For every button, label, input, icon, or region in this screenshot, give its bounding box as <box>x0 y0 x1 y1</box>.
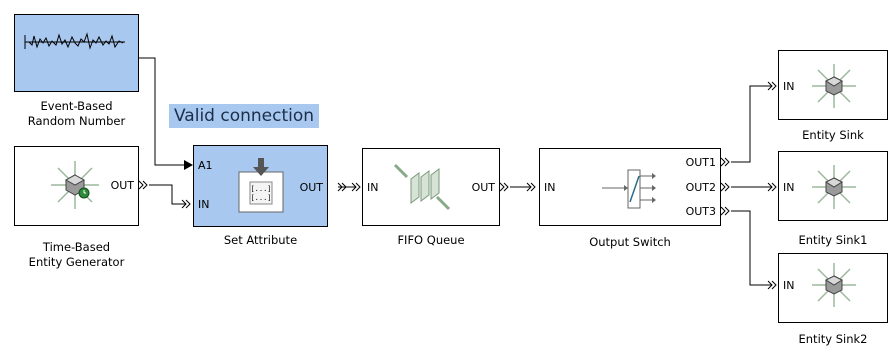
valid-connection-tooltip: Valid connection <box>169 104 320 128</box>
entity-sink-label: Entity Sink <box>802 128 864 142</box>
entity-sink2-block[interactable]: IN <box>778 253 888 323</box>
chevron-sink1-in <box>767 182 777 192</box>
output-switch-label: Output Switch <box>589 235 671 249</box>
set-attribute-block[interactable]: A1 IN OUT [...] [...] <box>193 145 328 227</box>
chevron-sink2-in <box>767 280 777 290</box>
noise-signal-icon <box>24 32 125 50</box>
entity-generator-block[interactable]: OUT <box>14 146 139 226</box>
random-number-label-line2: Random Number <box>27 114 126 128</box>
random-number-label: Event-Based Random Number <box>14 99 139 129</box>
switch-icon <box>602 169 656 209</box>
generator-label-line2: Entity Generator <box>28 255 125 269</box>
switch-in-port: IN <box>544 181 556 194</box>
generator-icon <box>51 161 99 209</box>
queue-icon <box>393 163 451 211</box>
set-attribute-label: Set Attribute <box>223 233 298 247</box>
set-attribute-in-port: IN <box>198 198 210 211</box>
fifo-queue-label: FIFO Queue <box>397 233 465 247</box>
chevron-set-out <box>337 182 347 192</box>
set-attribute-out-port: OUT <box>299 181 323 194</box>
set-attribute-a1-port: A1 <box>198 159 213 172</box>
fifo-out-port: OUT <box>471 181 495 194</box>
generator-label: Time-Based Entity Generator <box>6 240 147 270</box>
svg-text:[...]: [...] <box>250 185 271 193</box>
switch-out3-port: OUT3 <box>685 205 716 218</box>
a1-arrowhead <box>184 160 193 170</box>
generator-label-line1: Time-Based <box>42 240 111 254</box>
chevron-fifo-in <box>351 182 361 192</box>
random-number-label-line1: Event-Based <box>40 99 113 113</box>
fifo-queue-block[interactable]: IN OUT <box>362 148 500 226</box>
chevron-fifo-out <box>499 182 509 192</box>
switch-out2-port: OUT2 <box>685 181 716 194</box>
sink1-icon <box>812 165 856 209</box>
output-switch-block[interactable]: IN OUT1 OUT2 OUT3 <box>539 148 721 226</box>
entity-sink1-block[interactable]: IN <box>778 151 888 221</box>
chevron-switch-in <box>526 182 536 192</box>
wire-random-to-a1 <box>139 57 184 166</box>
sink-icon <box>812 64 856 108</box>
fifo-in-port: IN <box>367 181 379 194</box>
entity-sink2-label: Entity Sink2 <box>798 332 868 346</box>
wire-gen-to-in <box>149 184 186 205</box>
sink2-icon <box>812 263 856 307</box>
chevron-out3 <box>720 206 730 216</box>
wire-out1-to-sink <box>731 85 772 163</box>
chevron-out2 <box>720 182 730 192</box>
chevron-out1 <box>720 157 730 167</box>
chevron-set-in <box>181 199 191 209</box>
switch-out1-port: OUT1 <box>685 156 716 169</box>
sink-in-port: IN <box>783 80 795 93</box>
svg-text:[...]: [...] <box>250 194 271 202</box>
sink1-in-port: IN <box>783 181 795 194</box>
chevron-gen-out <box>138 180 148 190</box>
chevron-sink-in <box>767 81 777 91</box>
sink2-in-port: IN <box>783 279 795 292</box>
entity-sink-block[interactable]: IN <box>778 50 888 120</box>
generator-out-port: OUT <box>110 179 134 192</box>
random-number-block[interactable] <box>14 14 139 92</box>
wire-out3-to-sink2 <box>731 210 772 286</box>
attribute-icon: [...] [...] <box>238 158 284 213</box>
entity-sink1-label: Entity Sink1 <box>798 233 868 247</box>
